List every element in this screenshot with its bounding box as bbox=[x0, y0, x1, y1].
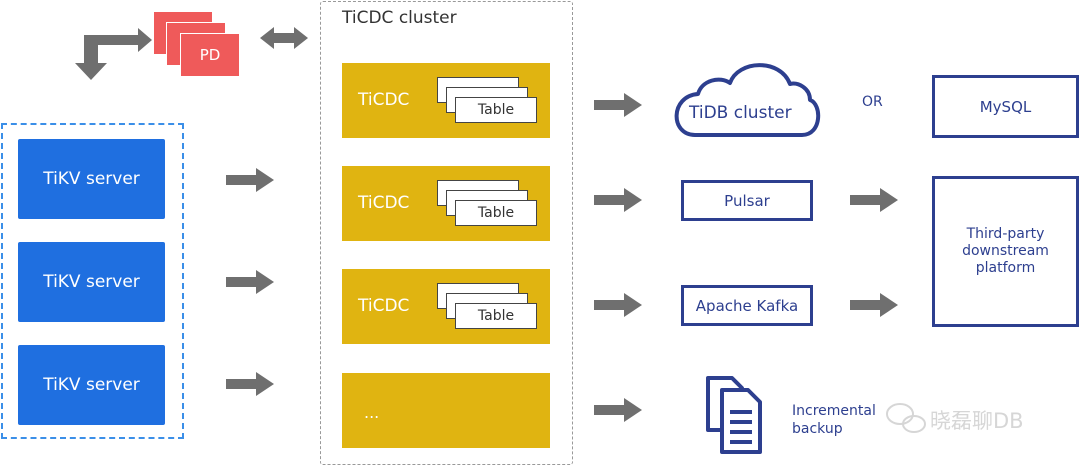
ticdc-node-more: ... bbox=[342, 373, 550, 448]
cloud-icon bbox=[674, 63, 821, 137]
table-label: Table bbox=[477, 102, 515, 118]
pd-tikv-arrow bbox=[75, 28, 152, 80]
pd-label: PD bbox=[199, 46, 221, 64]
table-card: Table bbox=[455, 200, 537, 226]
tikv-server-3: TiKV server bbox=[18, 345, 165, 425]
watermark: 晓磊聊DB bbox=[930, 409, 1024, 433]
pulsar-box: Pulsar bbox=[681, 180, 813, 221]
ticdc-node-label: TiCDC bbox=[358, 90, 410, 110]
ticdc-node-label: TiCDC bbox=[358, 296, 410, 316]
ellipsis-label: ... bbox=[364, 403, 380, 422]
third-party-platform-label: Third-party downstream platform bbox=[962, 226, 1049, 276]
pulsar-to-thirdparty-arrow bbox=[850, 188, 898, 212]
tikv-to-ticdc-arrow-3 bbox=[226, 372, 274, 396]
table-label: Table bbox=[477, 308, 515, 324]
pd-cluster-arrow bbox=[260, 27, 308, 49]
ticdc-cluster-boundary bbox=[320, 1, 573, 465]
incremental-backup-label: Incremental backup bbox=[792, 403, 876, 437]
ticdc-cluster-title: TiCDC cluster bbox=[342, 8, 457, 28]
tidb-cluster-label: TiDB cluster bbox=[689, 103, 792, 123]
or-label: OR bbox=[862, 94, 883, 110]
table-label: Table bbox=[477, 205, 515, 221]
ticdc-node-label: TiCDC bbox=[358, 193, 410, 213]
ticdc-to-tidb-arrow bbox=[594, 93, 642, 117]
third-party-platform-box: Third-party downstream platform bbox=[932, 176, 1079, 327]
ticdc-node-2: TiCDC Table bbox=[342, 166, 550, 241]
table-card: Table bbox=[455, 303, 537, 329]
tikv-server-1: TiKV server bbox=[18, 139, 165, 219]
ticdc-node-1: TiCDC Table bbox=[342, 63, 550, 138]
tikv-to-ticdc-arrow-1 bbox=[226, 168, 274, 192]
ticdc-to-kafka-arrow bbox=[594, 293, 642, 317]
kafka-to-thirdparty-arrow bbox=[850, 293, 898, 317]
ticdc-to-pulsar-arrow bbox=[594, 188, 642, 212]
tikv-to-ticdc-arrow-2 bbox=[226, 270, 274, 294]
ticdc-node-3: TiCDC Table bbox=[342, 269, 550, 344]
ticdc-to-backup-arrow bbox=[594, 398, 642, 422]
kafka-box: Apache Kafka bbox=[681, 285, 813, 326]
wechat-icon bbox=[886, 403, 926, 433]
table-card: Table bbox=[455, 97, 537, 123]
tikv-server-2: TiKV server bbox=[18, 242, 165, 322]
documents-icon bbox=[706, 376, 762, 454]
pd-node: PD bbox=[180, 33, 240, 77]
tikv-group bbox=[1, 123, 184, 439]
mysql-box: MySQL bbox=[932, 75, 1079, 138]
